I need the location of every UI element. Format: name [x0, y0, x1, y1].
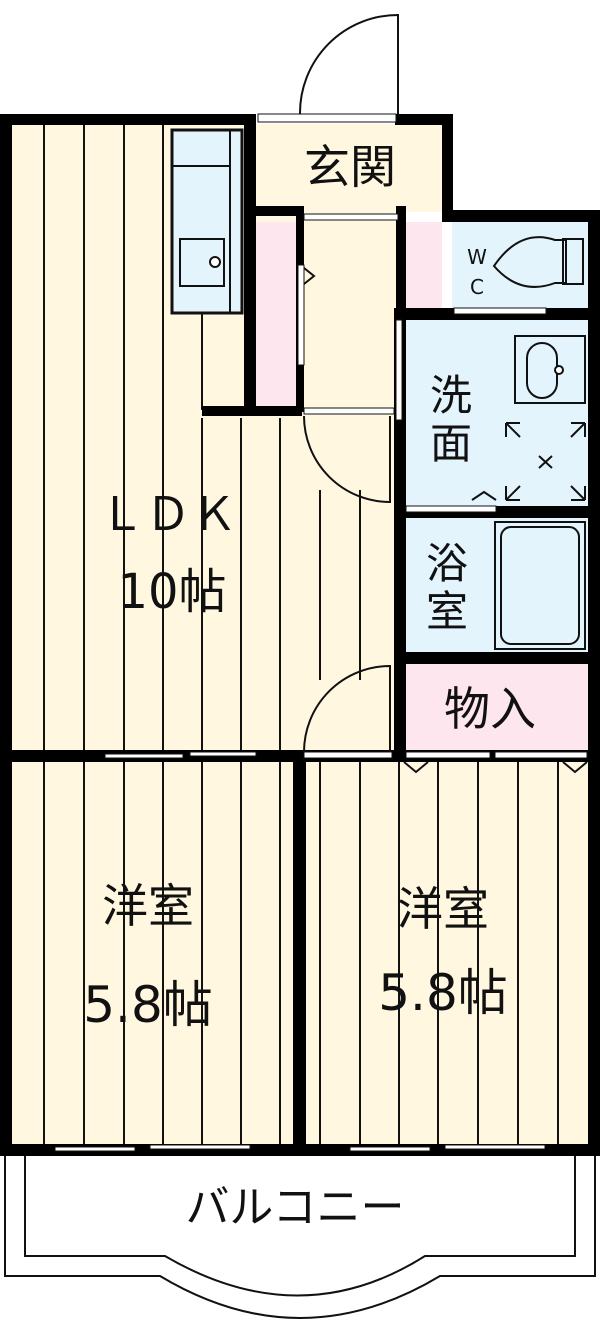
western-room-left-label: 洋室 — [102, 879, 194, 933]
washroom-floor — [405, 320, 590, 508]
bathroom-label-top: 浴 — [426, 539, 468, 588]
ldk-size: 10帖 — [117, 564, 226, 620]
ldk-label: ＬＤＫ — [99, 487, 237, 541]
washbasin-icon — [514, 335, 586, 404]
toilet-icon — [492, 236, 584, 288]
storage-label: 物入 — [444, 682, 536, 736]
bathroom-label-bottom: 室 — [426, 587, 468, 636]
western-room-right-floor — [306, 762, 590, 1144]
balcony-label: バルコニー — [185, 1182, 404, 1233]
walls — [0, 114, 600, 1156]
western-room-right-label: 洋室 — [397, 882, 489, 936]
kitchen-counter — [170, 128, 244, 410]
bathtub-icon — [494, 521, 586, 650]
western-room-right-size: 5.8帖 — [378, 964, 508, 1022]
door-swings — [298, 13, 588, 774]
entrance-label: 玄関 — [304, 140, 396, 194]
openings — [54, 113, 588, 1152]
wc-label-top: W — [467, 245, 487, 269]
hallway-floor — [300, 222, 400, 412]
entrance-door-opening — [257, 113, 397, 123]
storage-floor — [405, 664, 590, 752]
balcony — [4, 1156, 596, 1319]
western-room-left-size: 5.8帖 — [83, 976, 213, 1034]
closet-right-floor — [400, 222, 442, 310]
entrance-floor — [255, 124, 445, 212]
ldk-floorboards — [43, 124, 361, 752]
entrance-door-icon — [298, 13, 399, 115]
washing-machine-space-icon — [505, 422, 586, 501]
washroom-label-bottom: 面 — [430, 419, 472, 468]
bathroom-floor — [405, 518, 590, 654]
closet-left-floor — [256, 222, 296, 408]
western-room-left-floor — [10, 762, 293, 1144]
western-room-floorboards — [43, 762, 559, 1144]
washroom-label-top: 洗 — [430, 371, 472, 420]
wc-label-bottom: C — [470, 275, 484, 299]
